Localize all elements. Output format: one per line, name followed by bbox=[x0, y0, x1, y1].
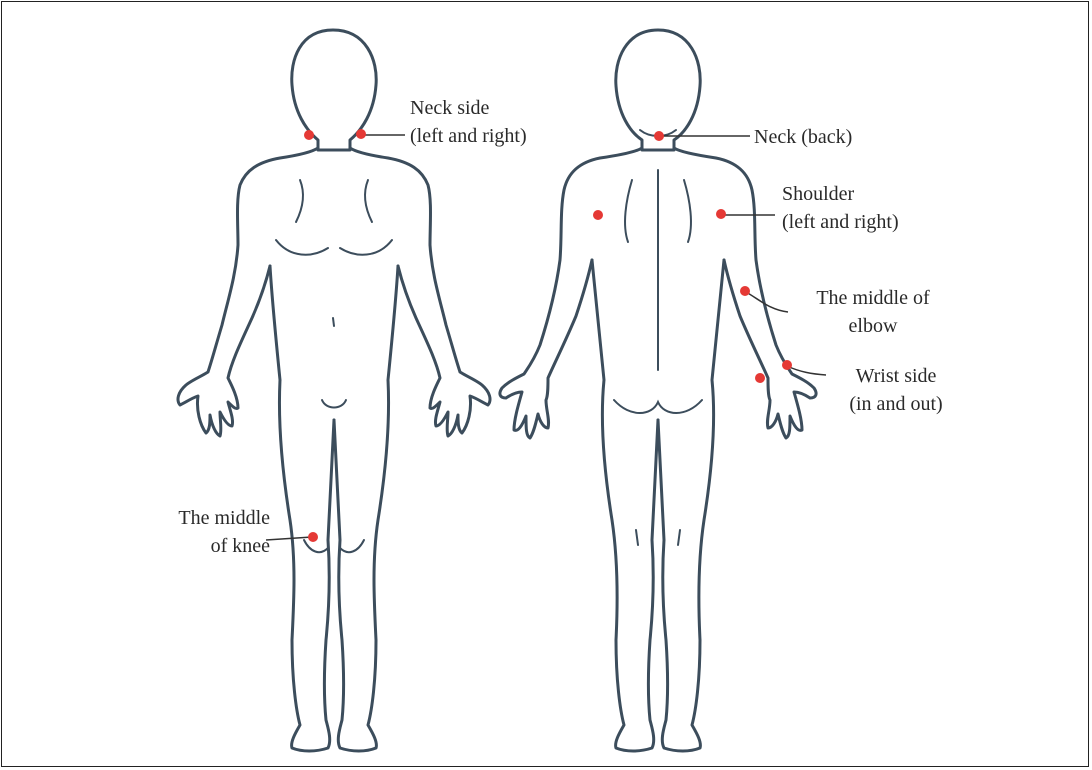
label-knee-line1: The middle bbox=[130, 504, 270, 532]
marker-neck-side-left bbox=[304, 130, 314, 140]
label-shoulder: Shoulder (left and right) bbox=[782, 180, 899, 236]
marker-shoulder-left bbox=[593, 210, 603, 220]
label-neck-back-line1: Neck (back) bbox=[754, 123, 852, 151]
label-knee-line2: of knee bbox=[130, 532, 270, 560]
label-wrist-line1: Wrist side bbox=[826, 362, 966, 390]
label-shoulder-line1: Shoulder bbox=[782, 180, 899, 208]
label-neck-side-line1: Neck side bbox=[410, 94, 527, 122]
leader-lines bbox=[266, 135, 826, 540]
label-neck-back: Neck (back) bbox=[754, 123, 852, 151]
label-elbow-line1: The middle of bbox=[790, 284, 956, 312]
marker-wrist-in bbox=[755, 373, 765, 383]
marker-elbow bbox=[740, 286, 750, 296]
label-shoulder-line2: (left and right) bbox=[782, 208, 899, 236]
label-neck-side: Neck side (left and right) bbox=[410, 94, 527, 150]
marker-knee bbox=[308, 532, 318, 542]
label-knee: The middle of knee bbox=[130, 504, 270, 560]
label-elbow-line2: elbow bbox=[790, 312, 956, 340]
label-elbow: The middle of elbow bbox=[790, 284, 956, 340]
label-wrist: Wrist side (in and out) bbox=[826, 362, 966, 418]
marker-wrist-out bbox=[782, 360, 792, 370]
marker-neck-back bbox=[654, 131, 664, 141]
marker-shoulder-right bbox=[716, 209, 726, 219]
label-neck-side-line2: (left and right) bbox=[410, 122, 527, 150]
measurement-markers bbox=[304, 129, 792, 542]
label-wrist-line2: (in and out) bbox=[826, 390, 966, 418]
marker-neck-side-right bbox=[356, 129, 366, 139]
